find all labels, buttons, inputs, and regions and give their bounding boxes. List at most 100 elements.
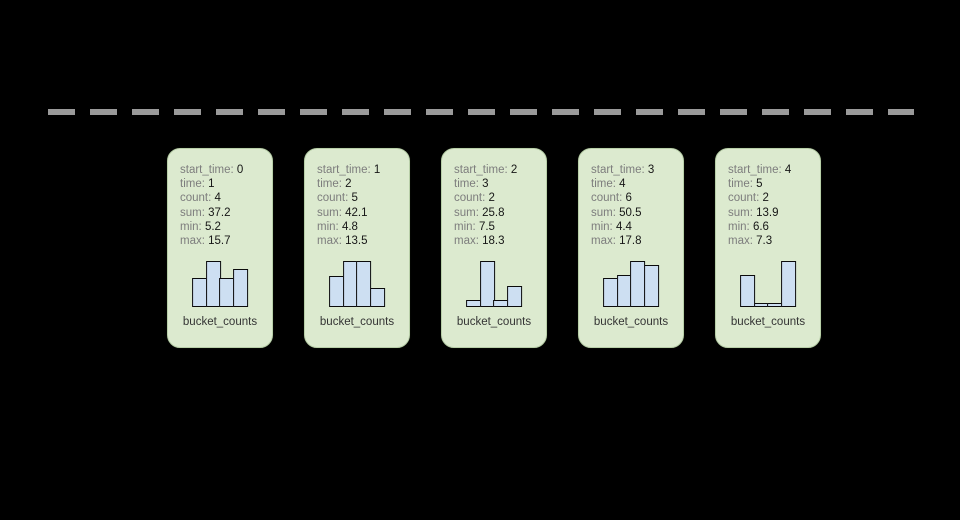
field-min: min: 4.4 <box>591 220 683 234</box>
field-value-count: 2 <box>762 192 769 205</box>
field-value-count: 4 <box>214 192 221 205</box>
field-value-sum: 25.8 <box>482 206 505 219</box>
field-label-max: max: <box>591 235 616 248</box>
field-sum: sum: 42.1 <box>317 206 409 220</box>
field-value-max: 17.8 <box>619 235 642 248</box>
field-value-sum: 42.1 <box>345 206 368 219</box>
field-max: max: 13.5 <box>317 234 409 248</box>
field-value-time: 5 <box>756 178 763 191</box>
field-label-start-time: start_time: <box>728 164 782 176</box>
field-time: time: 1 <box>180 177 272 191</box>
field-value-time: 2 <box>345 178 352 191</box>
field-min: min: 6.6 <box>728 220 820 234</box>
field-time: time: 5 <box>728 177 820 191</box>
field-value-min: 7.5 <box>478 220 495 233</box>
field-label-start-time: start_time: <box>454 164 508 176</box>
histogram-caption: bucket_counts <box>730 316 806 328</box>
field-value-max: 18.3 <box>482 235 505 248</box>
field-sum: sum: 50.5 <box>591 206 683 220</box>
field-value-sum: 37.2 <box>208 206 231 219</box>
field-label-count: count: <box>454 192 486 205</box>
bucket-histogram <box>579 259 683 307</box>
histogram-bar-1 <box>479 261 495 307</box>
field-label-sum: sum: <box>728 206 753 219</box>
field-label-max: max: <box>317 235 342 248</box>
histogram-caption: bucket_counts <box>593 316 669 328</box>
field-max: max: 7.3 <box>728 234 820 248</box>
field-value-max: 13.5 <box>345 235 368 248</box>
field-value-min: 4.8 <box>341 220 358 233</box>
field-label-sum: sum: <box>591 206 616 219</box>
field-label-count: count: <box>591 192 623 205</box>
field-value-start-time: 3 <box>647 164 655 176</box>
field-count: count: 2 <box>728 191 820 205</box>
field-start-time: start_time: 3 <box>591 163 683 177</box>
field-value-sum: 50.5 <box>619 206 642 219</box>
field-max: max: 15.7 <box>180 234 272 248</box>
field-value-start-time: 4 <box>784 164 792 176</box>
field-sum: sum: 13.9 <box>728 206 820 220</box>
bucket-histogram <box>168 259 272 307</box>
field-label-time: time: <box>317 178 342 191</box>
field-label-sum: sum: <box>317 206 342 219</box>
field-time: time: 3 <box>454 177 546 191</box>
field-max: max: 17.8 <box>591 234 683 248</box>
field-value-start-time: 2 <box>510 164 518 176</box>
field-label-count: count: <box>728 192 760 205</box>
field-label-max: max: <box>180 235 205 248</box>
field-sum: sum: 37.2 <box>180 206 272 220</box>
field-value-start-time: 1 <box>373 164 381 176</box>
field-count: count: 5 <box>317 191 409 205</box>
field-label-max: max: <box>728 235 753 248</box>
field-value-max: 15.7 <box>208 235 231 248</box>
field-min: min: 7.5 <box>454 220 546 234</box>
dashed-divider <box>48 109 914 115</box>
field-value-time: 3 <box>482 178 489 191</box>
histogram-bars <box>603 261 659 307</box>
field-label-min: min: <box>454 220 476 233</box>
histogram-bar-3 <box>506 285 522 307</box>
field-count: count: 6 <box>591 191 683 205</box>
histogram-bar-3 <box>232 269 248 307</box>
field-time: time: 2 <box>317 177 409 191</box>
histogram-caption: bucket_counts <box>319 316 395 328</box>
histogram-bars <box>466 261 522 307</box>
field-count: count: 2 <box>454 191 546 205</box>
field-value-count: 2 <box>488 192 495 205</box>
histogram-bars <box>329 261 385 307</box>
field-value-min: 4.4 <box>615 220 632 233</box>
field-start-time: start_time: 0 <box>180 163 272 177</box>
field-value-sum: 13.9 <box>756 206 779 219</box>
histogram-bar-3 <box>643 264 659 307</box>
field-value-time: 4 <box>619 178 626 191</box>
field-min: min: 5.2 <box>180 220 272 234</box>
field-label-time: time: <box>180 178 205 191</box>
field-min: min: 4.8 <box>317 220 409 234</box>
field-value-count: 5 <box>351 192 358 205</box>
histogram-caption: bucket_counts <box>182 316 258 328</box>
field-value-min: 5.2 <box>204 220 221 233</box>
field-label-count: count: <box>180 192 212 205</box>
field-label-time: time: <box>454 178 479 191</box>
field-value-count: 6 <box>625 192 632 205</box>
field-sum: sum: 25.8 <box>454 206 546 220</box>
field-label-max: max: <box>454 235 479 248</box>
field-start-time: start_time: 2 <box>454 163 546 177</box>
field-start-time: start_time: 1 <box>317 163 409 177</box>
field-label-min: min: <box>317 220 339 233</box>
histogram-bar-3 <box>780 261 796 307</box>
histogram-bars <box>192 261 248 307</box>
histogram-bar-2 <box>356 261 372 307</box>
bucket-histogram <box>305 259 409 307</box>
histogram-bar-3 <box>369 287 385 307</box>
